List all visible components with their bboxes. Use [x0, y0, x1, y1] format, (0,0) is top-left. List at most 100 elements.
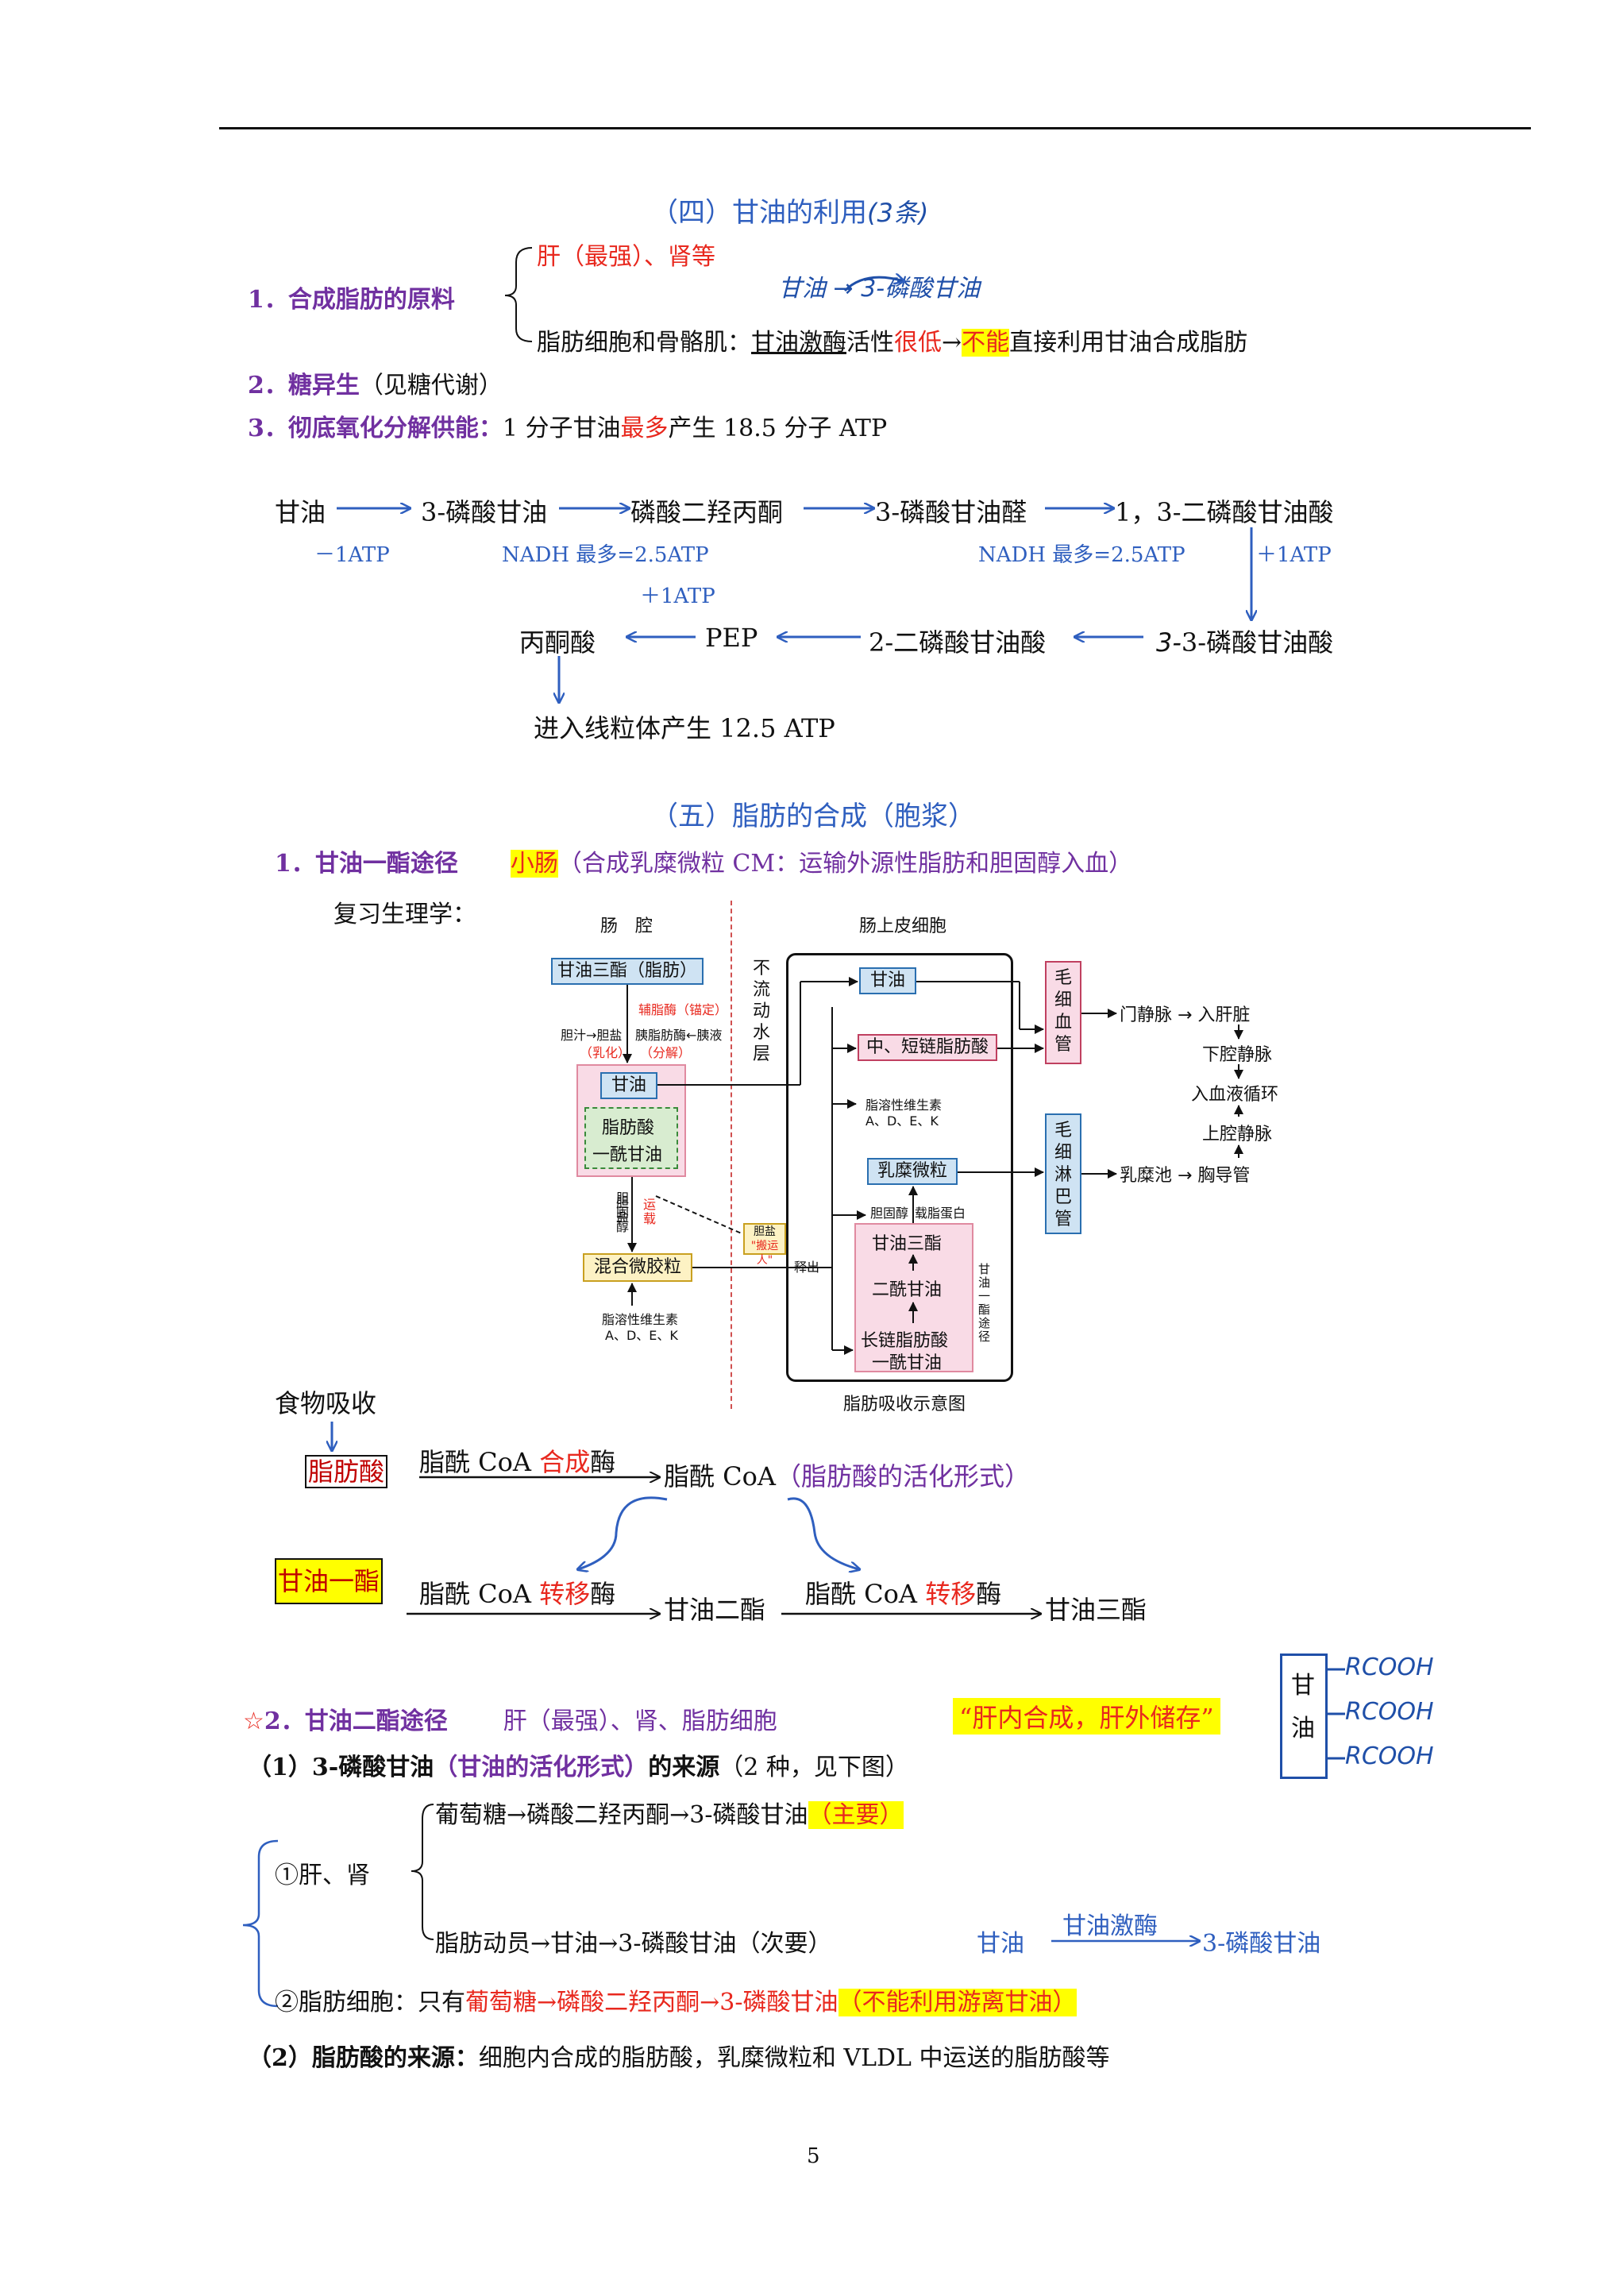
diagram-bile: 胆汁→胆盐 — [561, 1028, 623, 1043]
liver-route-a: 葡萄糖→磷酸二羟丙酮→3-磷酸甘油（主要） — [435, 1801, 904, 1829]
section-5-title: （五）脂肪的合成（胞浆） — [651, 801, 975, 832]
tg-struct-chain-3: RCOOH — [1345, 1742, 1434, 1770]
pathway-nadh-2: NADH 最多=2.5ATP — [978, 543, 1185, 567]
item-2: 2．糖异生（见糖代谢） — [248, 372, 503, 399]
diagram-cell-fatvit-list: A、D、E、K — [865, 1113, 939, 1129]
liver-route-b-enzyme: 甘油激酶 — [1062, 1912, 1158, 1940]
diagram-micelle-box: 混合微胶粒 — [583, 1253, 692, 1282]
diagram-fatvit-list: A、D、E、K — [605, 1328, 678, 1343]
diagram-cistern: 乳糜池 → 胸导管 — [1120, 1166, 1251, 1186]
liver-route-b: 脂肪动员→甘油→3-磷酸甘油（次要） — [435, 1930, 832, 1958]
diagram-divider — [731, 901, 732, 1409]
diagram-caption: 脂肪吸收示意图 — [843, 1395, 966, 1414]
diagram-lumen-label: 肠 腔 — [600, 916, 653, 936]
diagram-fa-mg-box — [584, 1107, 678, 1169]
diagram-ivc: 下腔静脉 — [1202, 1045, 1273, 1065]
diagram-cell-dg: 二酰甘油 — [872, 1280, 943, 1300]
item-1-b: 脂肪细胞和骨骼肌：甘油激酶活性很低→不能直接利用甘油合成脂肪 — [537, 329, 1248, 357]
tg-struct-head: 甘油 — [1291, 1672, 1315, 1742]
pathway-gain-2: ＋1ATP — [640, 585, 715, 608]
diagram-water-layer: 不流动水层 — [752, 959, 770, 1064]
page-number: 5 — [807, 2144, 820, 2168]
diagram-cell-lcfa: 长链脂肪酸 — [861, 1331, 949, 1351]
diagram-cell-frame — [786, 953, 1013, 1382]
diagram-capillary: 毛细血管 — [1045, 961, 1081, 1064]
review-label: 复习生理学： — [333, 901, 476, 928]
diagram-cell-tg: 甘油三酯 — [872, 1234, 943, 1254]
item-3: 3．彻底氧化分解供能：1 分子甘油最多产生 18.5 分子 ATP — [248, 415, 888, 442]
diagram-cell-path-label: 甘油一酯途径 — [978, 1262, 991, 1344]
diagram-glycerol-box: 甘油 — [600, 1072, 657, 1099]
diagram-cell-fatvit: 脂溶性维生素 — [865, 1098, 943, 1113]
diagram-bile-carrier: 胆盐"搬运人" — [743, 1223, 786, 1267]
diagram-transport: 运载 — [643, 1197, 657, 1226]
pathway-pep: PEP — [705, 623, 758, 653]
diagram-cell-mg: 一酰甘油 — [872, 1353, 943, 1373]
diagram-emul: （乳化） — [580, 1045, 631, 1060]
diagram-tg-box: 甘油三酯（脂肪） — [551, 958, 704, 985]
diagram-cell-path-frame — [854, 1223, 973, 1372]
pathway-pyruvate: 丙酮酸 — [519, 627, 596, 658]
sub2: （2）脂肪酸的来源：细胞内合成的脂肪酸，乳糜微粒和 VLDL 中运送的脂肪酸等 — [248, 2044, 1110, 2072]
diagram-lipase: 胰脂肪酶←胰液 — [635, 1028, 723, 1043]
transferase-2: 脂酰 CoA 转移酶 — [805, 1579, 1002, 1609]
pathway-mito: 进入线粒体产生 12.5 ATP — [534, 713, 835, 743]
diagram-fatvit: 脂溶性维生素 — [602, 1312, 679, 1327]
pathway-2pg: 2-二磷酸甘油酸 — [869, 627, 1047, 658]
pathway-3pg: 3-3-磷酸甘油酸 — [1156, 627, 1334, 658]
tg-product: 甘油三酯 — [1045, 1595, 1147, 1625]
diagram-cell-glycerol: 甘油 — [859, 967, 916, 994]
transferase-1: 脂酰 CoA 转移酶 — [419, 1579, 616, 1609]
liver-quote: “肝内合成，肝外储存” — [953, 1698, 1220, 1735]
diagram-fa: 脂肪酸 — [602, 1118, 655, 1138]
diagram-mg: 一酰甘油 — [592, 1145, 663, 1165]
pathway-nadh-1: NADH 最多=2.5ATP — [502, 543, 709, 567]
tg-struct-box — [1280, 1654, 1328, 1779]
section-4-title: （四）甘油的利用(3条) — [651, 197, 929, 229]
item-1-hand-note: 甘油 → 3-磷酸甘油 — [778, 275, 981, 303]
diagram-cell-apo: 载脂蛋白 — [915, 1206, 966, 1221]
item-1-label: 1．合成脂肪的原料 — [248, 286, 455, 314]
diagram-cell-cm: 乳糜微粒 — [867, 1158, 958, 1185]
liver-kidney: ①肝、肾 — [275, 1862, 370, 1889]
diagram-cell-scfa: 中、短链脂肪酸 — [858, 1034, 997, 1061]
diagram-cell-chol: 胆固醇 — [870, 1206, 909, 1221]
acyl-coa: 脂酰 CoA（脂肪酸的活化形式） — [664, 1461, 1031, 1491]
tg-struct-chain-1: RCOOH — [1345, 1654, 1434, 1681]
food-absorption: 食物吸收 — [275, 1388, 377, 1418]
header-rule — [219, 127, 1531, 129]
diagram-blood: 入血液循环 — [1191, 1085, 1279, 1105]
adipocyte-route: ②脂肪细胞：只有葡萄糖→磷酸二羟丙酮→3-磷酸甘油（不能利用游离甘油） — [275, 1989, 1077, 2016]
pathway-glycerol: 甘油 — [275, 497, 326, 527]
liver-route-b-r2: 3-磷酸甘油 — [1202, 1930, 1321, 1958]
pathway-cost: －1ATP — [314, 543, 390, 567]
pathway-g3p: 3-磷酸甘油 — [421, 497, 548, 527]
mg-box: 甘油一酯 — [275, 1558, 384, 1604]
diagram-svc: 上腔静脉 — [1202, 1125, 1273, 1144]
diagram-cell-label: 肠上皮细胞 — [859, 916, 947, 936]
item-1-a: 肝（最强）、肾等 — [537, 243, 715, 271]
diagram-coenzyme: 辅脂酶（锚定） — [638, 1002, 728, 1017]
sec5-item-1: 1．甘油一酯途径小肠（合成乳糜微粒 CM：运输外源性脂肪和胆固醇入血） — [275, 850, 1133, 878]
sub1: （1）3-磷酸甘油（甘油的活化形式）的来源（2 种，见下图） — [248, 1754, 909, 1781]
diagram-split: （分解） — [640, 1045, 692, 1060]
diagram-lymph: 毛细淋巴管 — [1045, 1113, 1081, 1234]
diagram-portal: 门静脉 → 入肝脏 — [1120, 1005, 1251, 1025]
diagram-bilesalt: 胆盐 — [616, 1195, 630, 1225]
pathway-dhap: 磷酸二羟丙酮 — [630, 497, 784, 527]
tg-struct-chain-2: RCOOH — [1345, 1698, 1434, 1726]
sec5-item-2: ☆2．甘油二酯途径肝（最强）、肾、脂肪细胞 — [243, 1708, 777, 1735]
pathway-gap: 3-磷酸甘油醛 — [875, 497, 1027, 527]
liver-route-b-r1: 甘油 — [977, 1930, 1024, 1958]
fa-box: 脂肪酸 — [305, 1455, 388, 1488]
diagram-chol-vertical: 胆固醇 — [616, 1190, 630, 1234]
pathway-13bpg: 1，3-二磷酸甘油酸 — [1115, 497, 1334, 527]
pathway-gain-1: ＋1ATP — [1256, 543, 1332, 567]
dg-product: 甘油二酯 — [664, 1595, 766, 1625]
